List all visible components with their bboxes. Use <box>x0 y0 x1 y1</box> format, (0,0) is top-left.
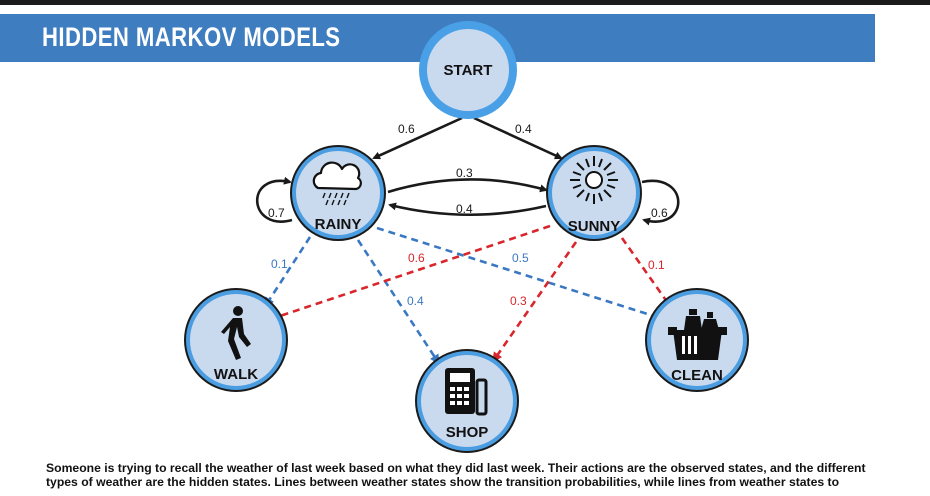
label-sunny-walk: 0.6 <box>408 251 425 265</box>
label-sunny-self: 0.6 <box>651 206 668 220</box>
edge-rainy-sunny <box>387 178 548 194</box>
walking-person-icon <box>221 306 251 360</box>
node-clean-label: CLEAN <box>671 367 723 384</box>
rain-cloud-icon <box>312 161 362 206</box>
caption: Someone is trying to recall the weather … <box>46 461 906 489</box>
sun-icon <box>570 156 618 204</box>
edge-rainy-self <box>255 176 293 223</box>
edge-rainy-walk <box>264 236 312 308</box>
caption-line-2: types of weather are the hidden states. … <box>46 475 840 489</box>
emission-edges-rainy <box>264 226 663 365</box>
label-rainy-walk: 0.1 <box>271 257 288 271</box>
node-rainy-label: RAINY <box>315 216 362 233</box>
emission-edges-sunny <box>271 224 672 363</box>
node-rainy: RAINY <box>290 145 386 241</box>
top-border <box>0 0 930 5</box>
cash-register-icon <box>445 368 488 416</box>
node-sunny: SUNNY <box>546 145 642 241</box>
node-shop-label: SHOP <box>446 424 489 441</box>
edge-start-sunny <box>473 116 563 160</box>
label-sunny-shop: 0.3 <box>510 294 527 308</box>
label-sunny-rainy: 0.4 <box>456 202 473 216</box>
page-title: HIDDEN MARKOV MODELS <box>42 22 341 52</box>
label-rainy-sunny: 0.3 <box>456 166 473 180</box>
node-start: START <box>419 21 517 119</box>
caption-line-1: Someone is trying to recall the weather … <box>46 461 866 475</box>
label-start-sunny: 0.4 <box>515 122 532 136</box>
node-sunny-label: SUNNY <box>568 218 621 235</box>
label-start-rainy: 0.6 <box>398 122 415 136</box>
node-clean: CLEAN <box>645 288 749 392</box>
edge-sunny-walk <box>271 224 551 321</box>
node-walk: WALK <box>184 288 288 392</box>
transition-edges <box>255 116 680 226</box>
cleaning-supplies-icon <box>668 309 727 360</box>
edge-sunny-self <box>641 179 680 226</box>
edge-sunny-clean <box>620 237 672 309</box>
label-rainy-shop: 0.4 <box>407 294 424 308</box>
label-rainy-self: 0.7 <box>268 206 285 220</box>
edge-sunny-shop <box>492 241 578 363</box>
edge-start-rainy <box>372 116 463 160</box>
edge-rainy-shop <box>356 239 440 365</box>
node-walk-label: WALK <box>214 366 258 383</box>
label-sunny-clean: 0.1 <box>648 258 665 272</box>
node-start-label: START <box>444 62 493 79</box>
edge-rainy-clean <box>376 226 663 321</box>
label-rainy-clean: 0.5 <box>512 251 529 265</box>
edge-sunny-rainy <box>388 202 547 217</box>
node-shop: SHOP <box>415 349 519 453</box>
